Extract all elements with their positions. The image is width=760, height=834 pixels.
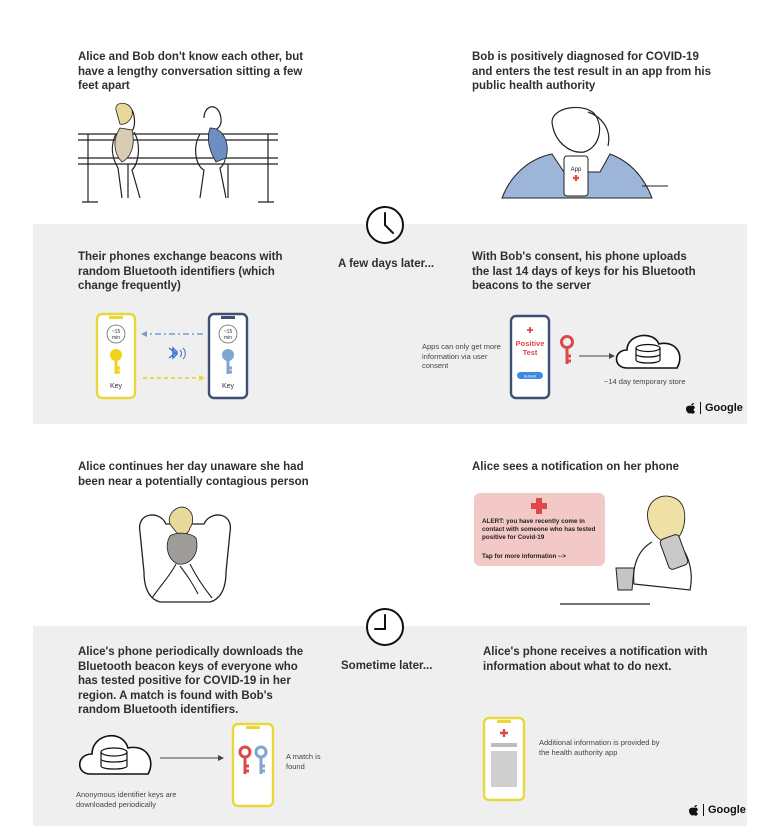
- upper-band: [33, 224, 747, 424]
- positive-test-line-2: Test: [523, 348, 538, 357]
- left-timer-label: ~15: [112, 329, 121, 335]
- caption-panel-7: Alice's phone periodically downloads the…: [78, 646, 304, 716]
- caption-panel-5: Alice continues her day unaware she had …: [78, 461, 309, 488]
- keys-note: Anonymous identifier keys are downloaded…: [76, 790, 177, 809]
- apple-icon: [689, 805, 698, 816]
- lower-band: [33, 626, 747, 826]
- match-note: A match is found: [286, 752, 321, 771]
- alert-link: Tap for more information -->: [482, 553, 567, 560]
- alice-chair-illustration: [139, 506, 231, 603]
- alice-phone-illustration: [560, 495, 692, 605]
- right-timer-label: ~15: [224, 329, 233, 335]
- transition-second: Sometime later...: [341, 660, 433, 672]
- brand-separator: [700, 402, 701, 414]
- bench-illustration: [78, 102, 278, 203]
- cloud-database-icon: [615, 334, 681, 369]
- caption-panel-4: With Bob's consent, his phone uploads th…: [472, 251, 696, 292]
- clock-icon: [366, 608, 404, 646]
- red-cross-icon: [531, 498, 547, 514]
- caption-panel-3: Their phones exchange beacons with rando…: [78, 251, 283, 292]
- store-note: ~14 day temporary store: [604, 377, 686, 386]
- right-timer-unit: min: [224, 335, 232, 341]
- app-label: App: [571, 167, 582, 173]
- consent-note: Apps can only get more information via u…: [422, 342, 501, 370]
- apple-icon: [686, 403, 695, 414]
- info-note: Additional information is provided by th…: [539, 738, 660, 757]
- download-diagram: [78, 722, 275, 808]
- caption-panel-1: Alice and Bob don't know each other, but…: [78, 51, 304, 92]
- key-icon: [110, 349, 122, 374]
- transition-first: A few days later...: [338, 258, 435, 270]
- submit-button: [517, 372, 543, 379]
- right-key-label: Key: [222, 383, 235, 390]
- beacon-exchange-diagram: ~15 min Key ~15 min Key: [95, 312, 249, 400]
- cloud-database-icon: [78, 734, 152, 775]
- info-phone-diagram: [482, 716, 526, 802]
- clock-icon: [366, 206, 404, 244]
- left-key-label: Key: [110, 383, 123, 390]
- caption-panel-8: Alice's phone receives a notification wi…: [483, 646, 708, 673]
- key-icon: [560, 335, 574, 364]
- left-timer-unit: min: [112, 335, 120, 341]
- brand-text-upper: Google: [705, 402, 743, 414]
- bob-diagnosis-illustration: App: [501, 106, 668, 199]
- positive-test-line-1: Positive: [516, 339, 545, 348]
- submit-label: Submit: [524, 374, 537, 379]
- bluetooth-icon: [168, 346, 186, 360]
- key-icon: [254, 745, 268, 774]
- upload-diagram: Positive Test Submit: [509, 314, 681, 400]
- alert-message: ALERT: you have recently come in contact…: [482, 518, 596, 542]
- brand-label-upper: Google: [686, 402, 743, 414]
- brand-text-lower: Google: [708, 804, 746, 816]
- brand-label-lower: Google: [689, 804, 746, 816]
- caption-panel-2: Bob is positively diagnosed for COVID-19…: [472, 51, 711, 92]
- key-icon: [222, 349, 234, 374]
- key-icon: [238, 745, 252, 774]
- caption-panel-6: Alice sees a notification on her phone: [472, 461, 680, 473]
- brand-separator: [703, 804, 704, 816]
